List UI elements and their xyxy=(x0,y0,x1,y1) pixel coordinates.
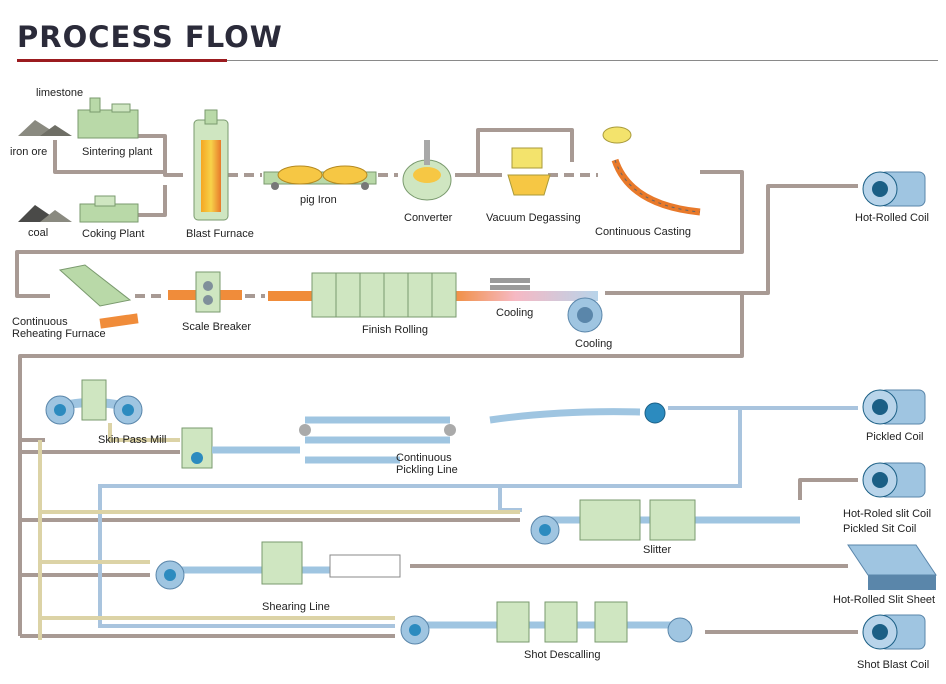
label-hot-rolled-coil: Hot-Rolled Coil xyxy=(855,212,929,224)
yellow-flow-lines xyxy=(38,423,520,640)
label-limestone: limestone xyxy=(36,87,84,99)
label-hot-roled-slit-coil: Hot-Roled slit Coil xyxy=(843,508,932,520)
continuous-casting-icon xyxy=(602,126,701,216)
flow-line-ore-to-furnace xyxy=(53,140,165,174)
shot-descalling-icon xyxy=(400,601,693,645)
blue-line-pickled-down xyxy=(98,408,742,628)
blue-line-to-slitter xyxy=(498,486,522,512)
coal-pile-icon xyxy=(18,205,72,222)
label-shot-blast-coil: Shot Blast Coil xyxy=(857,659,930,671)
label-shearing-line: Shearing Line xyxy=(262,601,330,613)
shearing-line-icon xyxy=(155,541,401,590)
flow-line-to-hotrolled-coil xyxy=(605,184,858,295)
label-finish-rolling: Finish Rolling xyxy=(362,324,429,336)
flow-lines xyxy=(15,128,858,638)
title-accent-bar xyxy=(17,59,227,62)
label-shot-descalling: Shot Descalling xyxy=(524,649,601,661)
label-pig-iron: pig Iron xyxy=(300,194,337,206)
hot-rolled-slit-sheet-icon xyxy=(847,544,937,590)
blast-furnace-icon xyxy=(193,109,229,221)
sintering-plant-icon xyxy=(77,97,139,139)
yellow-line-skinpass xyxy=(108,423,180,442)
label-sintering-plant: Sintering plant xyxy=(82,146,153,158)
flow-line-bypass xyxy=(476,128,574,175)
label-blast-furnace: Blast Furnace xyxy=(186,228,254,240)
flow-line-slitter-to-slit-coil xyxy=(798,478,858,500)
label-hot-rolled-slit-sheet: Hot-Rolled Slit Sheet xyxy=(833,594,936,606)
title-divider xyxy=(17,60,938,61)
label-continuous-reheating-furnace: Continuous Reheating Furnace xyxy=(12,316,106,340)
pig-iron-train-icon xyxy=(263,165,377,190)
label-iron-ore: iron ore xyxy=(10,146,48,158)
skin-pass-mill-icon xyxy=(45,379,143,425)
cooling-sprays-icon xyxy=(490,278,530,290)
label-cooling-1: Cooling xyxy=(496,307,534,319)
label-continuous-casting: Continuous Casting xyxy=(595,226,692,238)
finish-rolling-icon xyxy=(268,272,598,318)
flow-line-down-to-mills xyxy=(18,293,744,636)
reheating-furnace-icon xyxy=(58,264,139,329)
hot-rolled-coil-icon xyxy=(862,171,926,207)
label-slitter: Slitter xyxy=(643,544,672,556)
label-vacuum-degassing: Vacuum Degassing xyxy=(486,212,581,224)
pickling-line-icon xyxy=(181,402,666,469)
label-pickled-coil: Pickled Coil xyxy=(866,431,924,443)
page-title: PROCESS FLOW xyxy=(17,20,283,54)
vacuum-degassing-icon xyxy=(507,147,551,196)
flow-line-casting-return xyxy=(15,170,744,298)
hot-roled-slit-coil-icon xyxy=(862,462,926,498)
label-cooling-2: Cooling xyxy=(575,338,613,350)
label-converter: Converter xyxy=(404,212,453,224)
label-continuous-pickling-line: Continuous Pickling Line xyxy=(396,452,458,476)
cooling-coiler-icon xyxy=(567,297,603,333)
scale-breaker-icon xyxy=(168,271,242,313)
label-coal: coal xyxy=(28,227,49,239)
limestone-pile-icon xyxy=(18,120,72,136)
label-coking-plant: Coking Plant xyxy=(82,228,145,240)
slitter-icon xyxy=(530,499,800,545)
label-skin-pass-mill: Skin Pass Mill xyxy=(98,434,167,446)
pickled-coil-icon xyxy=(862,389,926,425)
label-pickled-sit-coil: Pickled Sit Coil xyxy=(843,523,917,535)
shot-blast-coil-icon xyxy=(862,614,926,650)
flow-line-sinter-to-furnace xyxy=(120,134,183,177)
converter-icon xyxy=(402,140,452,201)
label-scale-breaker: Scale Breaker xyxy=(182,321,252,333)
coking-plant-icon xyxy=(79,195,139,223)
